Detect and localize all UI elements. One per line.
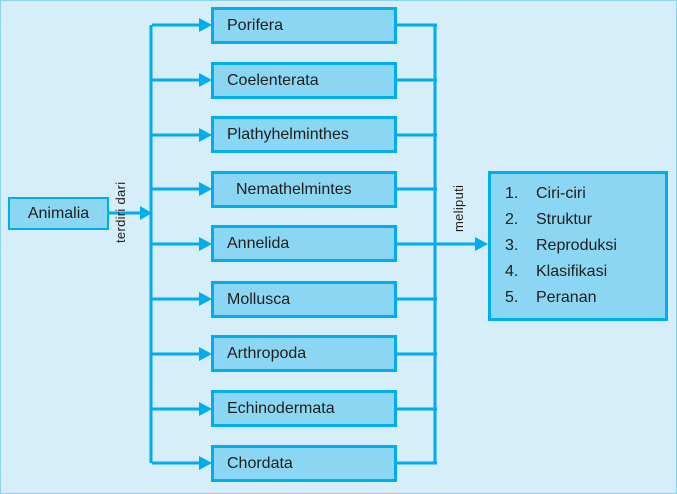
branch-arrowhead: [199, 237, 212, 251]
branch-arrowhead: [199, 182, 212, 196]
phylum-label: Coelenterata: [227, 71, 319, 89]
branch-arrowhead: [199, 347, 212, 361]
branch-arrowhead: [199, 18, 212, 32]
item-label: Reproduksi: [536, 237, 617, 254]
phylum-label: Porifera: [227, 16, 284, 34]
item-number: 3.: [505, 237, 519, 254]
phylum-box-coelenterata: Coelenterata: [211, 62, 397, 99]
phylum-label: Mollusca: [227, 290, 291, 308]
phylum-box-echinodermata: Echinodermata: [211, 390, 397, 427]
branch-arrowhead: [199, 128, 212, 142]
includes-item: 1. Ciri-ciri: [505, 181, 661, 207]
right-connectors: [396, 23, 437, 465]
includes-box: 1. Ciri-ciri 2. Struktur 3. Reproduksi 4…: [488, 171, 668, 321]
includes-item: 2. Struktur: [505, 207, 661, 233]
meliputi-label: meliputi: [451, 184, 466, 232]
item-number: 1.: [505, 185, 519, 202]
phylum-label: Arthropoda: [227, 344, 307, 362]
meliputi-arrowhead: [475, 237, 488, 251]
root-arrowhead: [140, 206, 152, 220]
phylum-box-plathyhelminthes: Plathyhelminthes: [211, 116, 397, 153]
item-label: Klasifikasi: [536, 263, 608, 280]
item-label: Ciri-ciri: [536, 185, 586, 202]
phylum-label: Nemathelmintes: [236, 180, 352, 198]
item-label: Peranan: [536, 289, 597, 306]
phylum-box-annelida: Annelida: [211, 225, 397, 262]
phylum-box-mollusca: Mollusca: [211, 281, 397, 318]
phylum-box-nemathelmintes: Nemathelmintes: [211, 171, 397, 208]
item-number: 5.: [505, 289, 519, 306]
includes-item: 5. Peranan: [505, 285, 661, 311]
includes-item: 4. Klasifikasi: [505, 259, 661, 285]
phylum-label: Annelida: [227, 234, 290, 252]
item-number: 4.: [505, 263, 519, 280]
phylum-box-porifera: Porifera: [211, 7, 397, 44]
branch-arrowhead: [199, 402, 212, 416]
branch-arrowhead: [199, 73, 212, 87]
phylum-box-arthropoda: Arthropoda: [211, 335, 397, 372]
animalia-box: Animalia: [8, 197, 109, 230]
animalia-label: Animalia: [27, 204, 90, 222]
item-number: 2.: [505, 211, 519, 228]
terdiri-dari-label: terdiri dari: [113, 181, 128, 243]
phylum-label: Echinodermata: [227, 399, 335, 417]
phylum-box-chordata: Chordata: [211, 445, 397, 482]
branch-arrowhead: [199, 456, 212, 470]
phylum-label: Chordata: [227, 454, 293, 472]
phylum-label: Plathyhelminthes: [227, 125, 349, 143]
left-branches: [152, 18, 212, 470]
branch-arrowhead: [199, 292, 212, 306]
includes-item: 3. Reproduksi: [505, 233, 661, 259]
item-label: Struktur: [536, 211, 593, 228]
